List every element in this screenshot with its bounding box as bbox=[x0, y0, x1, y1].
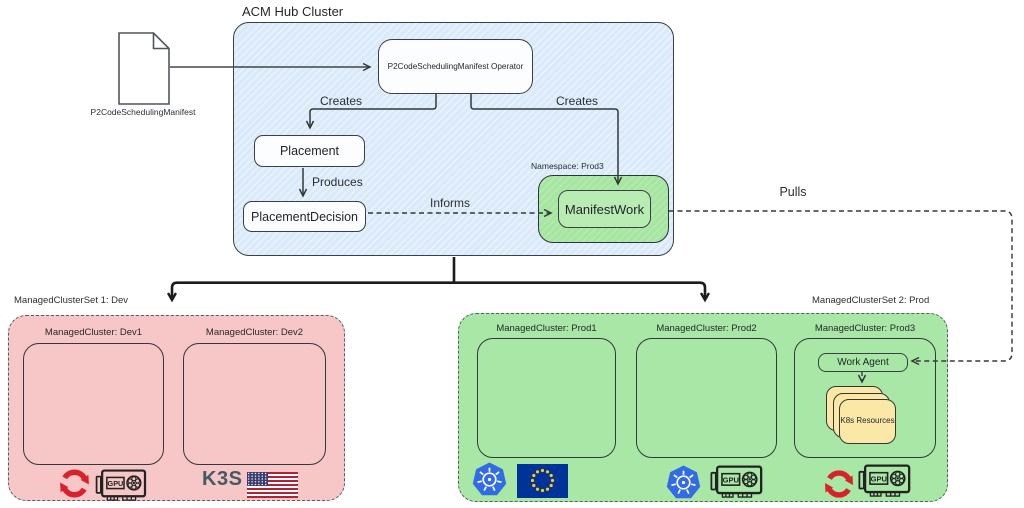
operator-box: P2CodeSchedulingManifest Operator bbox=[378, 39, 533, 94]
cluster-set-prod-label: ManagedClusterSet 2: Prod bbox=[812, 295, 930, 306]
resource-card-front: K8s Resources bbox=[839, 399, 896, 444]
kubernetes-logo-icon bbox=[666, 465, 701, 499]
cluster-set-dev-label: ManagedClusterSet 1: Dev bbox=[14, 295, 129, 306]
informs-label: Informs bbox=[429, 196, 470, 210]
eu-flag-icon bbox=[517, 464, 568, 498]
managed-cluster-box bbox=[183, 343, 326, 465]
gpu-card-icon: GPU bbox=[95, 469, 147, 501]
hub-to-prod-arrow bbox=[454, 281, 705, 300]
managed-cluster-label: ManagedCluster: Prod1 bbox=[496, 323, 597, 334]
placement-box: Placement bbox=[254, 135, 365, 167]
managed-cluster-box bbox=[23, 343, 164, 465]
creates-right-label: Creates bbox=[555, 94, 599, 108]
manifest-file-label: P2CodeSchedulingManifest bbox=[90, 107, 196, 117]
managed-cluster-label: ManagedCluster: Prod3 bbox=[814, 323, 916, 334]
managed-cluster-box bbox=[477, 338, 616, 458]
us-flag-icon bbox=[247, 472, 298, 498]
managed-cluster-box bbox=[636, 338, 777, 458]
us-flag-canton bbox=[247, 472, 268, 486]
managed-cluster-label: ManagedCluster: Dev1 bbox=[44, 327, 143, 338]
k3s-logo: K3S bbox=[202, 468, 243, 490]
kubernetes-logo-icon bbox=[472, 462, 507, 496]
gpu-icon-label: GPU bbox=[723, 476, 739, 485]
pulls-label: Pulls bbox=[779, 185, 807, 199]
k8s-resources-stack: K8s Resources bbox=[826, 386, 898, 446]
openshift-logo-icon bbox=[825, 470, 853, 498]
produces-label: Produces bbox=[312, 175, 363, 189]
managed-cluster-label: ManagedCluster: Prod2 bbox=[656, 323, 757, 334]
cluster-set-dev-box: ManagedCluster: Dev1 ManagedCluster: Dev… bbox=[8, 315, 345, 501]
openshift-logo-icon bbox=[60, 469, 89, 498]
placement-decision-box: PlacementDecision bbox=[243, 201, 366, 232]
gpu-card-icon: GPU bbox=[710, 465, 763, 498]
hub-to-dev-arrow bbox=[172, 281, 454, 300]
cluster-set-prod-box: ManagedCluster: Prod1 ManagedCluster: Pr… bbox=[458, 313, 948, 502]
gpu-card-icon: GPU bbox=[858, 464, 911, 497]
managed-cluster-label: ManagedCluster: Dev2 bbox=[205, 327, 304, 338]
work-agent-box: Work Agent bbox=[818, 353, 908, 372]
hub-title: ACM Hub Cluster bbox=[242, 4, 344, 19]
creates-left-label: Creates bbox=[319, 94, 363, 108]
manifestwork-box: ManifestWork bbox=[558, 190, 651, 228]
gpu-icon-label: GPU bbox=[108, 479, 124, 488]
manifest-document-icon bbox=[118, 32, 170, 105]
gpu-icon-label: GPU bbox=[871, 475, 887, 484]
namespace-label: Namespace: Prod3 bbox=[531, 161, 604, 171]
